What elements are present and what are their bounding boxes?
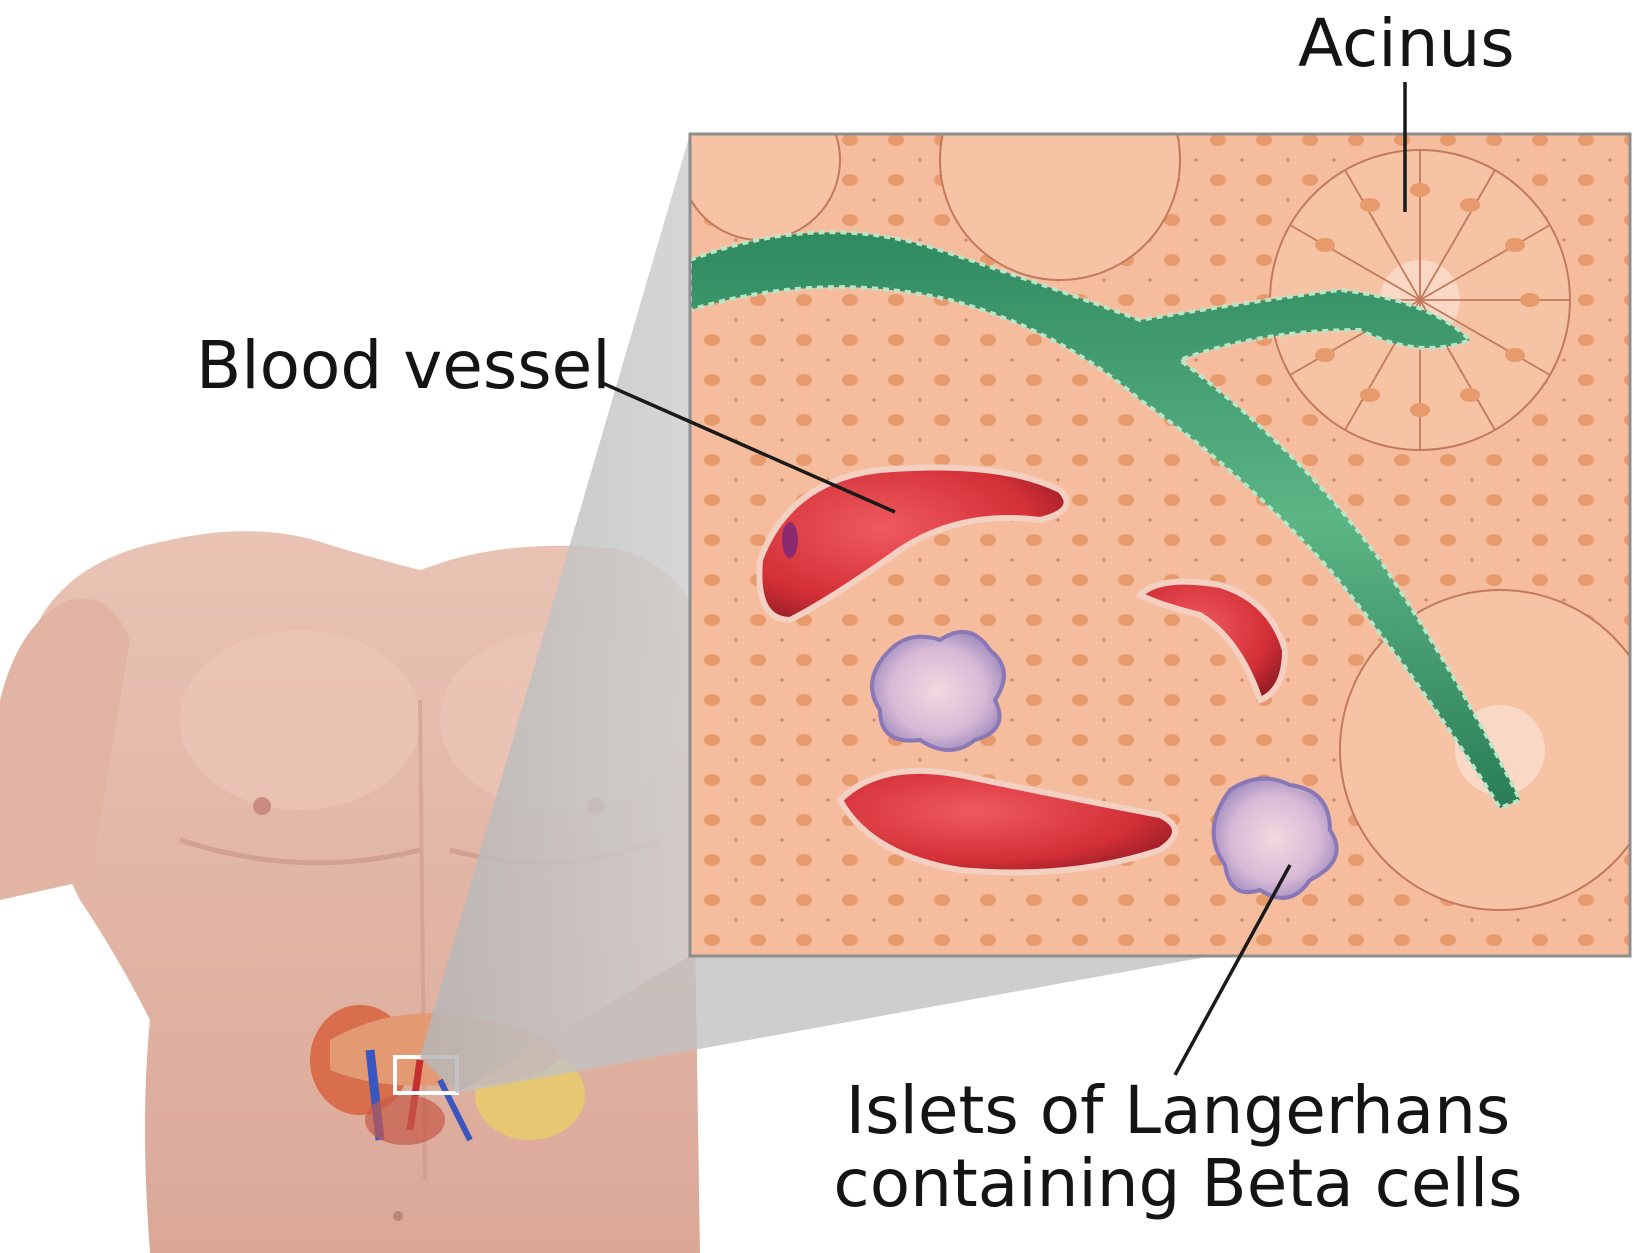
tissue-panel — [680, 40, 1633, 956]
islets-label-line1: Islets of Langerhans — [818, 1075, 1538, 1148]
blood-vessel-label: Blood vessel — [196, 330, 611, 403]
islets-label: Islets of Langerhans containing Beta cel… — [818, 1075, 1538, 1220]
acinus-label: Acinus — [1298, 8, 1515, 81]
islets-label-line2: containing Beta cells — [818, 1148, 1538, 1221]
